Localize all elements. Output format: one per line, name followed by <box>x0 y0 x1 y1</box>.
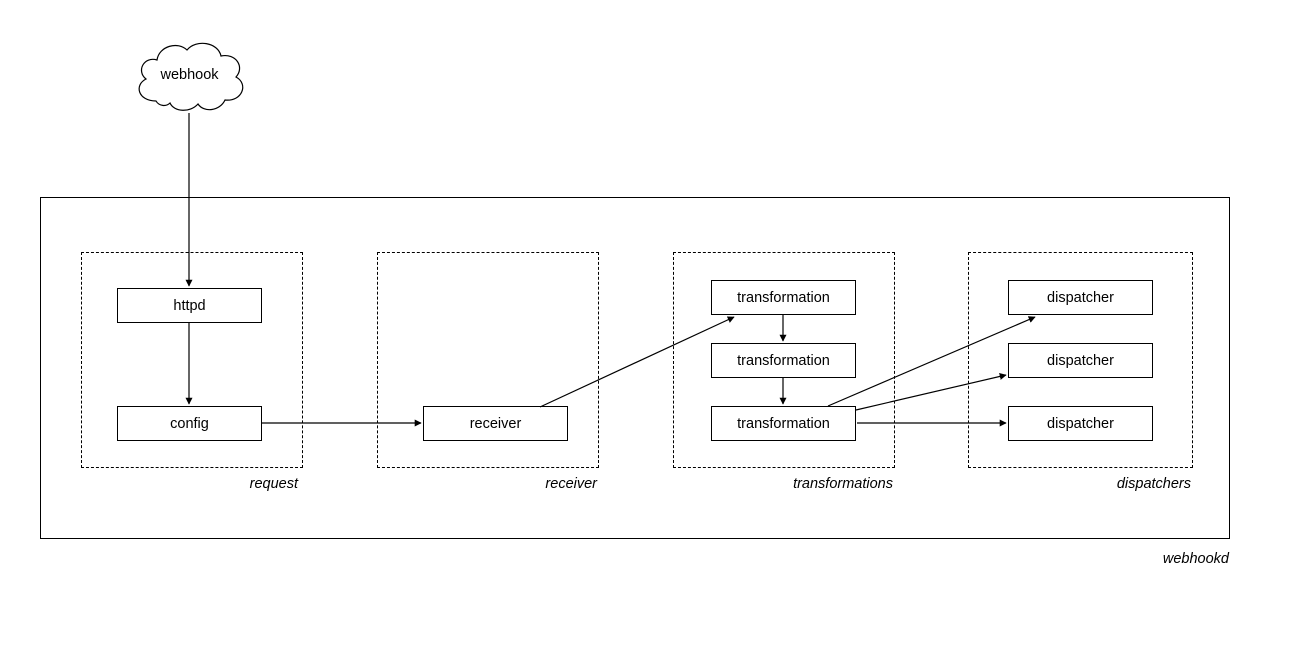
node-transformation-2[interactable]: transformation <box>711 343 856 378</box>
diagram-title-webhookd: webhookd <box>1162 551 1229 567</box>
node-dispatcher-1[interactable]: dispatcher <box>1008 280 1153 315</box>
cluster-label-dispatchers: dispatchers <box>1116 476 1191 492</box>
cluster-label-request: request <box>249 476 298 492</box>
node-receiver[interactable]: receiver <box>423 406 568 441</box>
node-config[interactable]: config <box>117 406 262 441</box>
cloud-shape-icon <box>138 42 244 111</box>
node-dispatcher-2[interactable]: dispatcher <box>1008 343 1153 378</box>
node-transformation-3[interactable]: transformation <box>711 406 856 441</box>
edge-transformation-3-to-dispatcher-2 <box>855 373 1007 411</box>
node-transformation-1[interactable]: transformation <box>711 280 856 315</box>
webhook-cloud-label: webhook <box>160 66 219 83</box>
edge-transformation-3-to-dispatcher-1 <box>827 316 1036 407</box>
node-dispatcher-3[interactable]: dispatcher <box>1008 406 1153 441</box>
edge-receiver-to-transformation-1 <box>539 316 735 408</box>
webhook-cloud-node[interactable]: webhook <box>130 39 249 114</box>
cluster-label-transformations: transformations <box>793 476 893 492</box>
cluster-receiver <box>377 252 599 468</box>
cluster-transformations <box>673 252 895 468</box>
cluster-dispatchers <box>968 252 1193 468</box>
webhookd-boundary-box <box>40 197 1230 539</box>
cluster-label-receiver: receiver <box>545 476 597 492</box>
node-httpd[interactable]: httpd <box>117 288 262 323</box>
cluster-request <box>81 252 303 468</box>
